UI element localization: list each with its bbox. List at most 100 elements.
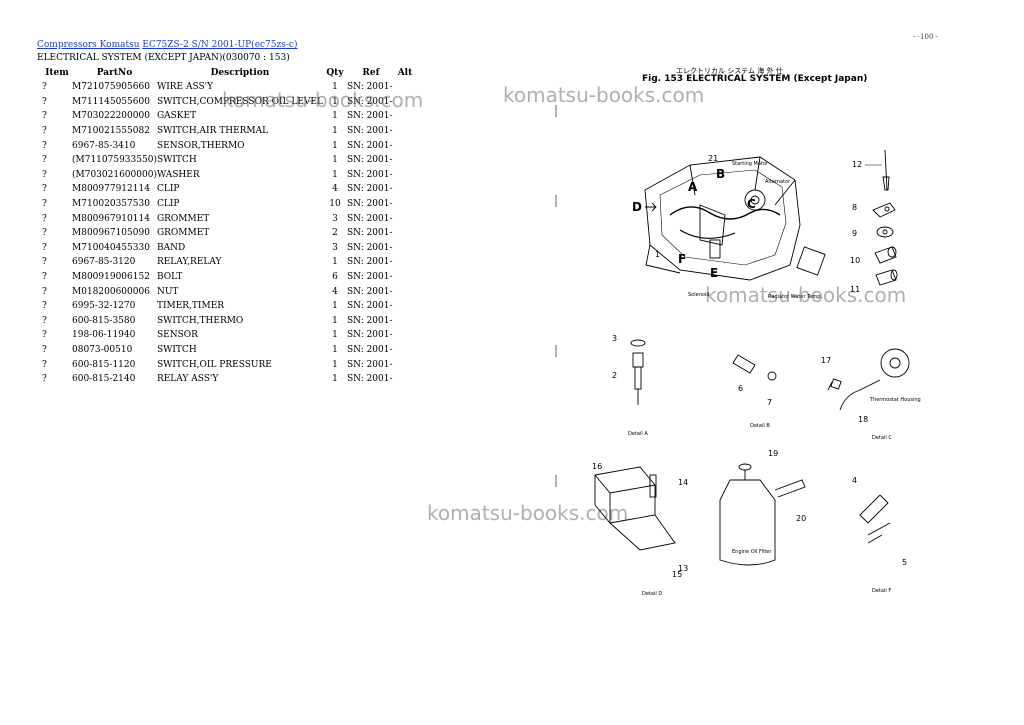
cell-description: GROMMET [156, 228, 210, 239]
cell-alt [395, 284, 415, 299]
part-11-drawing [875, 269, 898, 286]
cell-partno: (M703021600000) [72, 169, 157, 180]
cell-item: ? [42, 126, 47, 137]
callout-8: 8 [852, 203, 857, 212]
cell-item: ? [42, 301, 47, 312]
cell-qty: 2 [332, 228, 338, 239]
cell-item: ? [42, 184, 47, 195]
callout-d: D [632, 200, 642, 214]
caption-detail-a: Detail A [628, 431, 648, 437]
cell-qty: 1 [332, 374, 338, 385]
detail-a-drawing [630, 339, 646, 405]
cell-alt [395, 211, 415, 226]
caption-engine-oil-filter: Engine Oil Filter [732, 549, 772, 555]
cell-qty: 1 [332, 96, 338, 107]
caption-starting-motor: Starting Motor [732, 161, 769, 167]
cell-ref: SN: 2001- [346, 286, 393, 297]
callout-f: F [678, 252, 686, 266]
cell-item: ? [42, 315, 47, 326]
callout-19: 19 [768, 449, 778, 458]
breadcrumb-model-link[interactable]: EC75ZS-2 S/N 2001-UP(ec75zs-c) [142, 40, 298, 50]
cell-ref: SN: 2001- [346, 111, 393, 122]
figure-title: エレクトリカル システム 海 外 仕 Fig. 153 ELECTRICAL S… [642, 67, 867, 84]
callout-13: 13 [678, 564, 688, 573]
cell-description: GASKET [156, 111, 197, 122]
callout-12: 12 [852, 160, 862, 169]
callout-6: 6 [738, 384, 743, 393]
cell-qty: 1 [332, 344, 338, 355]
cell-partno: M710020357530 [72, 199, 150, 210]
cell-partno: M800967105090 [72, 228, 150, 239]
cell-description: SWITCH [156, 344, 197, 355]
cell-alt [395, 314, 415, 329]
cell-item: ? [42, 242, 47, 253]
cell-description: SENSOR [156, 330, 198, 341]
cell-qty: 1 [332, 82, 338, 93]
cell-item: ? [42, 82, 47, 93]
cell-alt [395, 299, 415, 314]
cell-description: SENSOR,THERMO [156, 140, 245, 151]
part-9-drawing [876, 226, 894, 238]
cell-partno: 600-815-2140 [72, 374, 136, 385]
cell-qty: 3 [332, 242, 338, 253]
section-title: ELECTRICAL SYSTEM (EXCEPT JAPAN)(030070 … [37, 53, 290, 63]
cell-ref: SN: 2001- [346, 374, 393, 385]
part-10-drawing [874, 246, 897, 264]
caption-alternator: Alternator [765, 179, 791, 185]
figure-title-japanese: エレクトリカル システム 海 外 仕 [676, 67, 783, 75]
cell-partno: 6967-85-3120 [72, 257, 136, 268]
cell-description: RELAY ASS'Y [156, 374, 219, 385]
breadcrumb-brand-link[interactable]: Compressors Komatsu [37, 40, 140, 50]
cell-item: ? [42, 359, 47, 370]
cell-ref: SN: 2001- [346, 257, 393, 268]
cell-partno: M800967910114 [72, 213, 150, 224]
callout-11: 11 [850, 285, 860, 294]
cell-description: CLIP [156, 199, 180, 210]
engine-assembly-drawing [644, 156, 826, 281]
cell-partno: 6995-32-1270 [72, 301, 136, 312]
cell-item: ? [42, 111, 47, 122]
cell-item: ? [42, 213, 47, 224]
cell-description: SWITCH,AIR THERMAL [156, 126, 269, 137]
cell-alt [395, 109, 415, 124]
callout-5: 5 [902, 558, 907, 567]
cell-item: ? [42, 257, 47, 268]
cell-item: ? [42, 330, 47, 341]
callout-20: 20 [796, 514, 806, 523]
cell-item: ? [42, 272, 47, 283]
cell-description: WIRE ASS'Y [156, 82, 214, 93]
cell-qty: 1 [332, 301, 338, 312]
cell-ref: SN: 2001- [346, 155, 393, 166]
cell-alt [395, 226, 415, 241]
cell-description: TIMER,TIMER [156, 301, 225, 312]
cell-ref: SN: 2001- [346, 359, 393, 370]
cell-item: ? [42, 140, 47, 151]
cell-item: ? [42, 199, 47, 210]
cell-ref: SN: 2001- [346, 184, 393, 195]
cell-partno: M703022200000 [72, 111, 150, 122]
cell-qty: 4 [332, 184, 338, 195]
breadcrumb: Compressors Komatsu EC75ZS-2 S/N 2001-UP… [37, 40, 297, 50]
callout-e: E [710, 266, 718, 280]
cell-partno: M800919006152 [72, 272, 150, 283]
cell-partno: M721075905660 [72, 82, 150, 93]
cell-partno: 08073-00510 [72, 344, 133, 355]
caption-detail-c: Detail C [872, 435, 892, 441]
cell-partno: M710021555082 [72, 126, 150, 137]
caption-detail-b: Detail B [750, 423, 770, 429]
page-corner-mark: - ·100 - [913, 33, 938, 41]
cell-partno: M018200600006 [72, 286, 150, 297]
cell-item: ? [42, 286, 47, 297]
cell-qty: 1 [332, 257, 338, 268]
engine-oil-filter-drawing [719, 463, 806, 566]
cell-partno: (M711075933550) [72, 155, 157, 166]
